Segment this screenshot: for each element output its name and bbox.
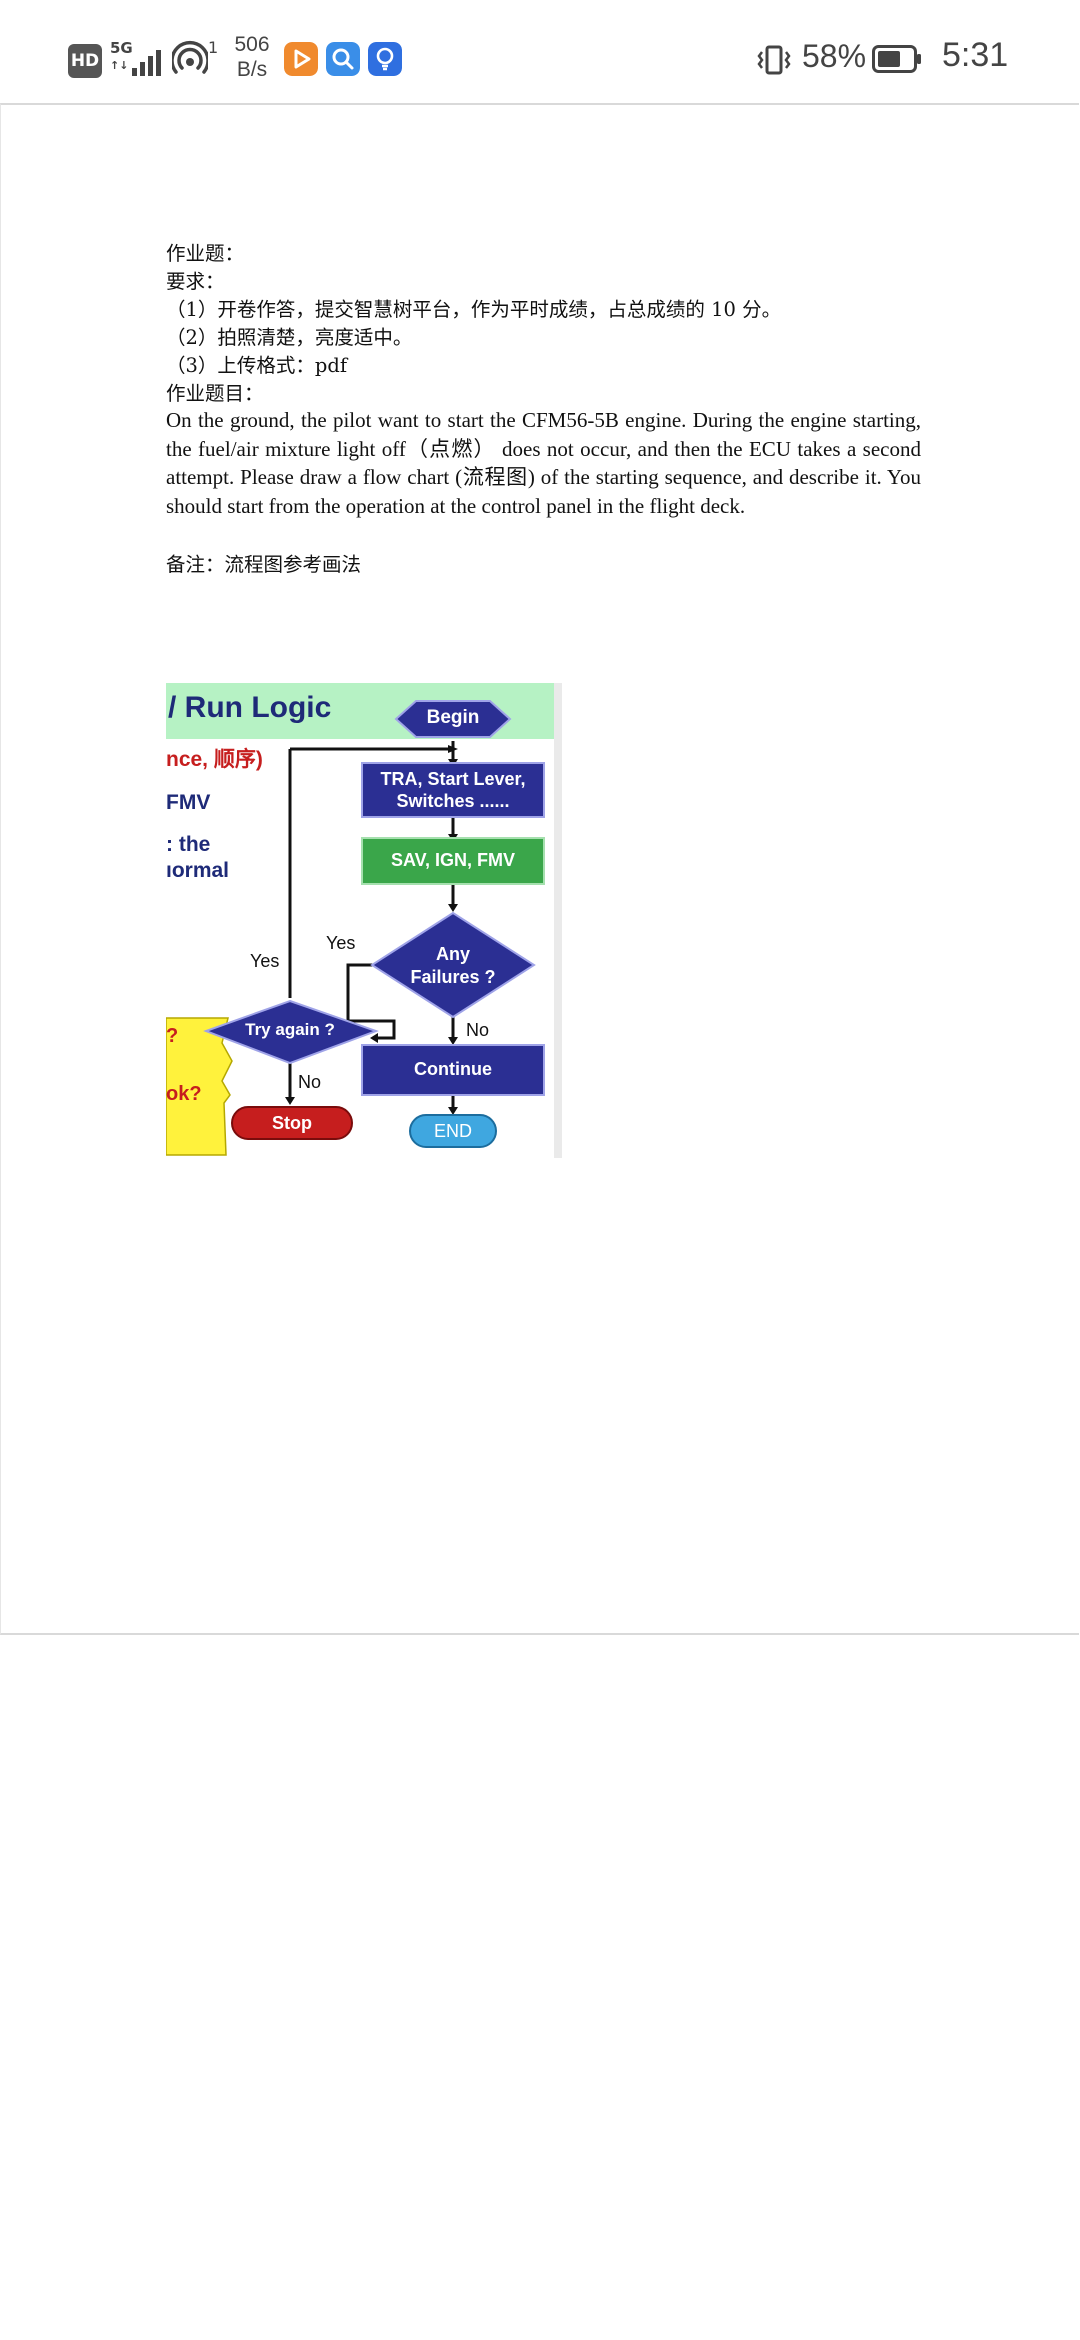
flow-yellow-text-1: ? xyxy=(166,1025,179,1047)
hotspot-icon xyxy=(172,41,208,74)
image-edge xyxy=(554,683,562,1158)
flow-begin-label: Begin xyxy=(426,707,480,728)
search-app-icon xyxy=(326,42,360,76)
continue-box xyxy=(361,1044,545,1096)
flow-banner-title: / Run Logic xyxy=(168,691,332,724)
network-speed: 506 B/s xyxy=(234,33,270,81)
battery-icon xyxy=(872,45,921,73)
flow-stop-label: Stop xyxy=(272,1113,312,1133)
network-type-label: 5G↑↓ xyxy=(110,39,133,72)
flow-left-label-3: : the xyxy=(166,833,211,856)
requirement-2: （2）拍照清楚，亮度适中。 xyxy=(166,326,413,349)
doc-heading: 作业题： xyxy=(166,242,245,265)
decision-diamond xyxy=(370,911,536,1019)
signal-strength-icon xyxy=(132,48,161,76)
document-page[interactable]: 作业题： 要求： （1）开卷作答，提交智慧树平台，作为平时成绩，占总成绩的 10… xyxy=(0,103,1079,1635)
clock: 5:31 xyxy=(942,36,1009,74)
flow-no-label-2: No xyxy=(298,1072,322,1092)
end-pill xyxy=(409,1114,497,1148)
task-label: 作业题目： xyxy=(166,382,264,405)
flow-continue-label: Continue xyxy=(414,1059,492,1079)
lightbulb-app-icon xyxy=(368,42,402,76)
flow-left-label-4: ıormal xyxy=(166,859,230,882)
video-app-icon xyxy=(284,42,318,76)
note-line: 备注：流程图参考画法 xyxy=(166,553,362,576)
flow-yes-label-1: Yes xyxy=(250,951,280,971)
reference-flowchart-image: / Run Logic nce, 顺序) FMV : the ıormal ? … xyxy=(166,683,562,1158)
flow-no-label-1: No xyxy=(466,1020,490,1040)
flow-end-label: END xyxy=(433,1121,472,1141)
flow-step1-label: TRA, Start Lever,Switches ...... xyxy=(380,769,526,811)
task-description: On the ground, the pilot want to start t… xyxy=(166,408,921,518)
flow-try-again-label: Try again ? xyxy=(245,1020,335,1039)
status-bar: HD 5G↑↓ 1 506 B/s 58% 5:31 xyxy=(0,0,1080,103)
hotspot-count: 1 xyxy=(208,38,219,57)
battery-percent: 58% xyxy=(802,38,867,74)
requirement-1: （1）开卷作答，提交智慧树平台，作为平时成绩，占总成绩的 10 分。 xyxy=(166,298,782,321)
step1-box xyxy=(361,762,545,818)
flow-left-label-1: nce, 顺序) xyxy=(166,748,263,771)
flow-left-label-2: FMV xyxy=(166,791,211,814)
try-again-diamond xyxy=(203,999,379,1065)
step2-box xyxy=(361,837,545,885)
stop-pill xyxy=(231,1106,353,1140)
flow-yes-label-2: Yes xyxy=(326,933,356,953)
requirements-label: 要求： xyxy=(166,270,225,293)
flow-yellow-text-2: ok? xyxy=(166,1083,202,1105)
hd-voice-icon: HD xyxy=(68,44,102,78)
vibrate-icon xyxy=(757,45,791,75)
requirement-3: （3）上传格式：pdf xyxy=(166,354,348,377)
flow-step2-label: SAV, IGN, FMV xyxy=(390,850,516,870)
begin-shape xyxy=(394,700,512,738)
